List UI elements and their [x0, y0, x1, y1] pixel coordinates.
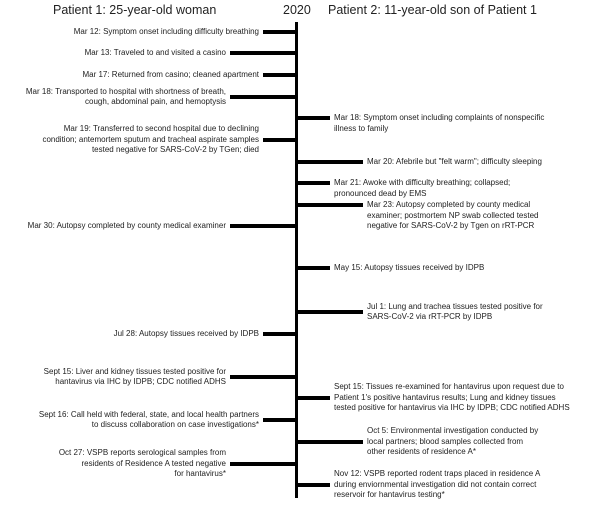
- event-text-line: Mar 23: Autopsy completed by county medi…: [367, 200, 531, 209]
- event-text-line: examiner; postmortem NP swab collected t…: [367, 210, 539, 220]
- patient1-event: Mar 18: Transported to hospital with sho…: [26, 87, 226, 108]
- event-text-line: Mar 18: Symptom onset including complain…: [334, 113, 545, 122]
- patient1-event: Sept 16: Call held with federal, state, …: [39, 410, 259, 431]
- right-event-tick: [297, 310, 363, 314]
- right-event-tick: [297, 266, 330, 270]
- patient1-event: Mar 19: Transferred to second hospital d…: [42, 124, 259, 156]
- right-event-tick: [297, 440, 363, 444]
- event-text-line: other residents of residence A*: [367, 447, 476, 457]
- patient2-event: Mar 20: Afebrile but "felt warm"; diffic…: [367, 157, 542, 168]
- patient1-event: Mar 12: Symptom onset including difficul…: [74, 27, 259, 38]
- event-text-line: local partners; blood samples collected …: [367, 436, 524, 446]
- event-text-line: Mar 18: Transported to hospital with sho…: [25, 86, 226, 96]
- event-text-line: Mar 17: Returned from casino; cleaned ap…: [82, 69, 259, 79]
- event-text-line: tested negative for SARS-CoV-2 by TGen; …: [91, 145, 259, 155]
- event-text-line: Mar 19: Transferred to second hospital d…: [63, 124, 259, 134]
- event-text-line: Sept 15: Liver and kidney tissues tested…: [43, 366, 226, 376]
- event-text-line: residents of Residence A tested negative: [81, 458, 226, 468]
- left-event-tick: [230, 224, 296, 228]
- patient1-event: Jul 28: Autopsy tissues received by IDPB: [114, 329, 259, 340]
- patient2-event: Oct 5: Environmental investigation condu…: [367, 426, 538, 458]
- patient1-title: Patient 1: 25-year-old woman: [53, 3, 217, 17]
- right-event-tick: [297, 160, 363, 164]
- event-text-line: Oct 27: VSPB reports serological samples…: [58, 448, 226, 458]
- event-text-line: Mar 30: Autopsy completed by county medi…: [27, 220, 226, 230]
- patient1-event: Oct 27: VSPB reports serological samples…: [59, 448, 226, 480]
- event-text-line: Sept 15: Tissues re-examined for hantavi…: [334, 382, 564, 392]
- patient2-event: Mar 21: Awoke with difficulty breathing;…: [334, 178, 510, 199]
- event-text-line: during enviornmental investigation did n…: [334, 479, 537, 489]
- event-text-line: SARS-CoV-2 via rRT-PCR by IDPB: [367, 312, 493, 321]
- right-event-tick: [297, 116, 330, 120]
- patient2-event: Jul 1: Lung and trachea tissues tested p…: [367, 302, 543, 323]
- patient2-event: Mar 18: Symptom onset including complain…: [334, 113, 544, 134]
- left-event-tick: [263, 332, 296, 336]
- event-text-line: Patient 1's positive hantavirus results;…: [334, 392, 556, 402]
- event-text-line: Mar 13: Traveled to and visited a casino: [84, 47, 226, 57]
- event-text-line: condition; antemortem sputum and trachea…: [42, 134, 259, 144]
- event-text-line: Mar 12: Symptom onset including difficul…: [73, 26, 259, 36]
- right-event-tick: [297, 396, 330, 400]
- event-text-line: Sept 16: Call held with federal, state, …: [38, 409, 259, 419]
- event-text-line: Nov 12: VSPB reported rodent traps place…: [334, 469, 541, 479]
- event-text-line: Oct 5: Environmental investigation condu…: [367, 426, 539, 436]
- left-event-tick: [263, 30, 296, 34]
- left-event-tick: [263, 418, 296, 422]
- right-event-tick: [297, 483, 330, 487]
- right-event-tick: [297, 203, 363, 207]
- event-text-line: for hantavirus*: [174, 469, 226, 479]
- event-text-line: Jul 28: Autopsy tissues received by IDPB: [113, 328, 259, 338]
- event-text-line: reservoir for hantavirus testing*: [334, 490, 445, 500]
- patient2-event: May 15: Autopsy tissues received by IDPB: [334, 263, 484, 274]
- event-text-line: May 15: Autopsy tissues received by IDPB: [334, 262, 485, 272]
- event-text-line: illness to family: [334, 123, 389, 133]
- event-text-line: hantavirus via IHC by IDPB; CDC notified…: [55, 377, 226, 386]
- left-event-tick: [230, 51, 296, 55]
- event-text-line: Mar 21: Awoke with difficulty breathing;…: [334, 178, 511, 187]
- left-event-tick: [230, 95, 296, 99]
- year-label: 2020: [283, 3, 311, 17]
- patient2-title: Patient 2: 11-year-old son of Patient 1: [328, 3, 537, 17]
- patient2-event: Mar 23: Autopsy completed by county medi…: [367, 200, 538, 232]
- event-text-line: to discuss collaboration on case investi…: [91, 420, 259, 429]
- event-text-line: Jul 1: Lung and trachea tissues tested p…: [367, 301, 543, 311]
- right-event-tick: [297, 181, 330, 185]
- patient1-event: Sept 15: Liver and kidney tissues tested…: [44, 367, 226, 388]
- event-text-line: negative for SARS-CoV-2 by Tgen on rRT-P…: [367, 221, 535, 230]
- event-text-line: pronounced dead by EMS: [334, 188, 427, 198]
- event-text-line: tested positive for hantavirus via IHC b…: [334, 403, 570, 413]
- patient1-event: Mar 13: Traveled to and visited a casino: [85, 48, 226, 59]
- left-event-tick: [230, 375, 296, 379]
- event-text-line: cough, abdominal pain, and hemoptysis: [85, 97, 226, 106]
- left-event-tick: [230, 462, 296, 466]
- patient2-event: Sept 15: Tissues re-examined for hantavi…: [334, 382, 570, 414]
- event-text-line: Mar 20: Afebrile but "felt warm"; diffic…: [367, 156, 542, 166]
- left-event-tick: [263, 138, 296, 142]
- patient2-event: Nov 12: VSPB reported rodent traps place…: [334, 469, 540, 501]
- timeline-axis: [295, 22, 298, 498]
- patient1-event: Mar 17: Returned from casino; cleaned ap…: [82, 70, 259, 81]
- patient1-event: Mar 30: Autopsy completed by county medi…: [28, 221, 226, 232]
- left-event-tick: [263, 73, 296, 77]
